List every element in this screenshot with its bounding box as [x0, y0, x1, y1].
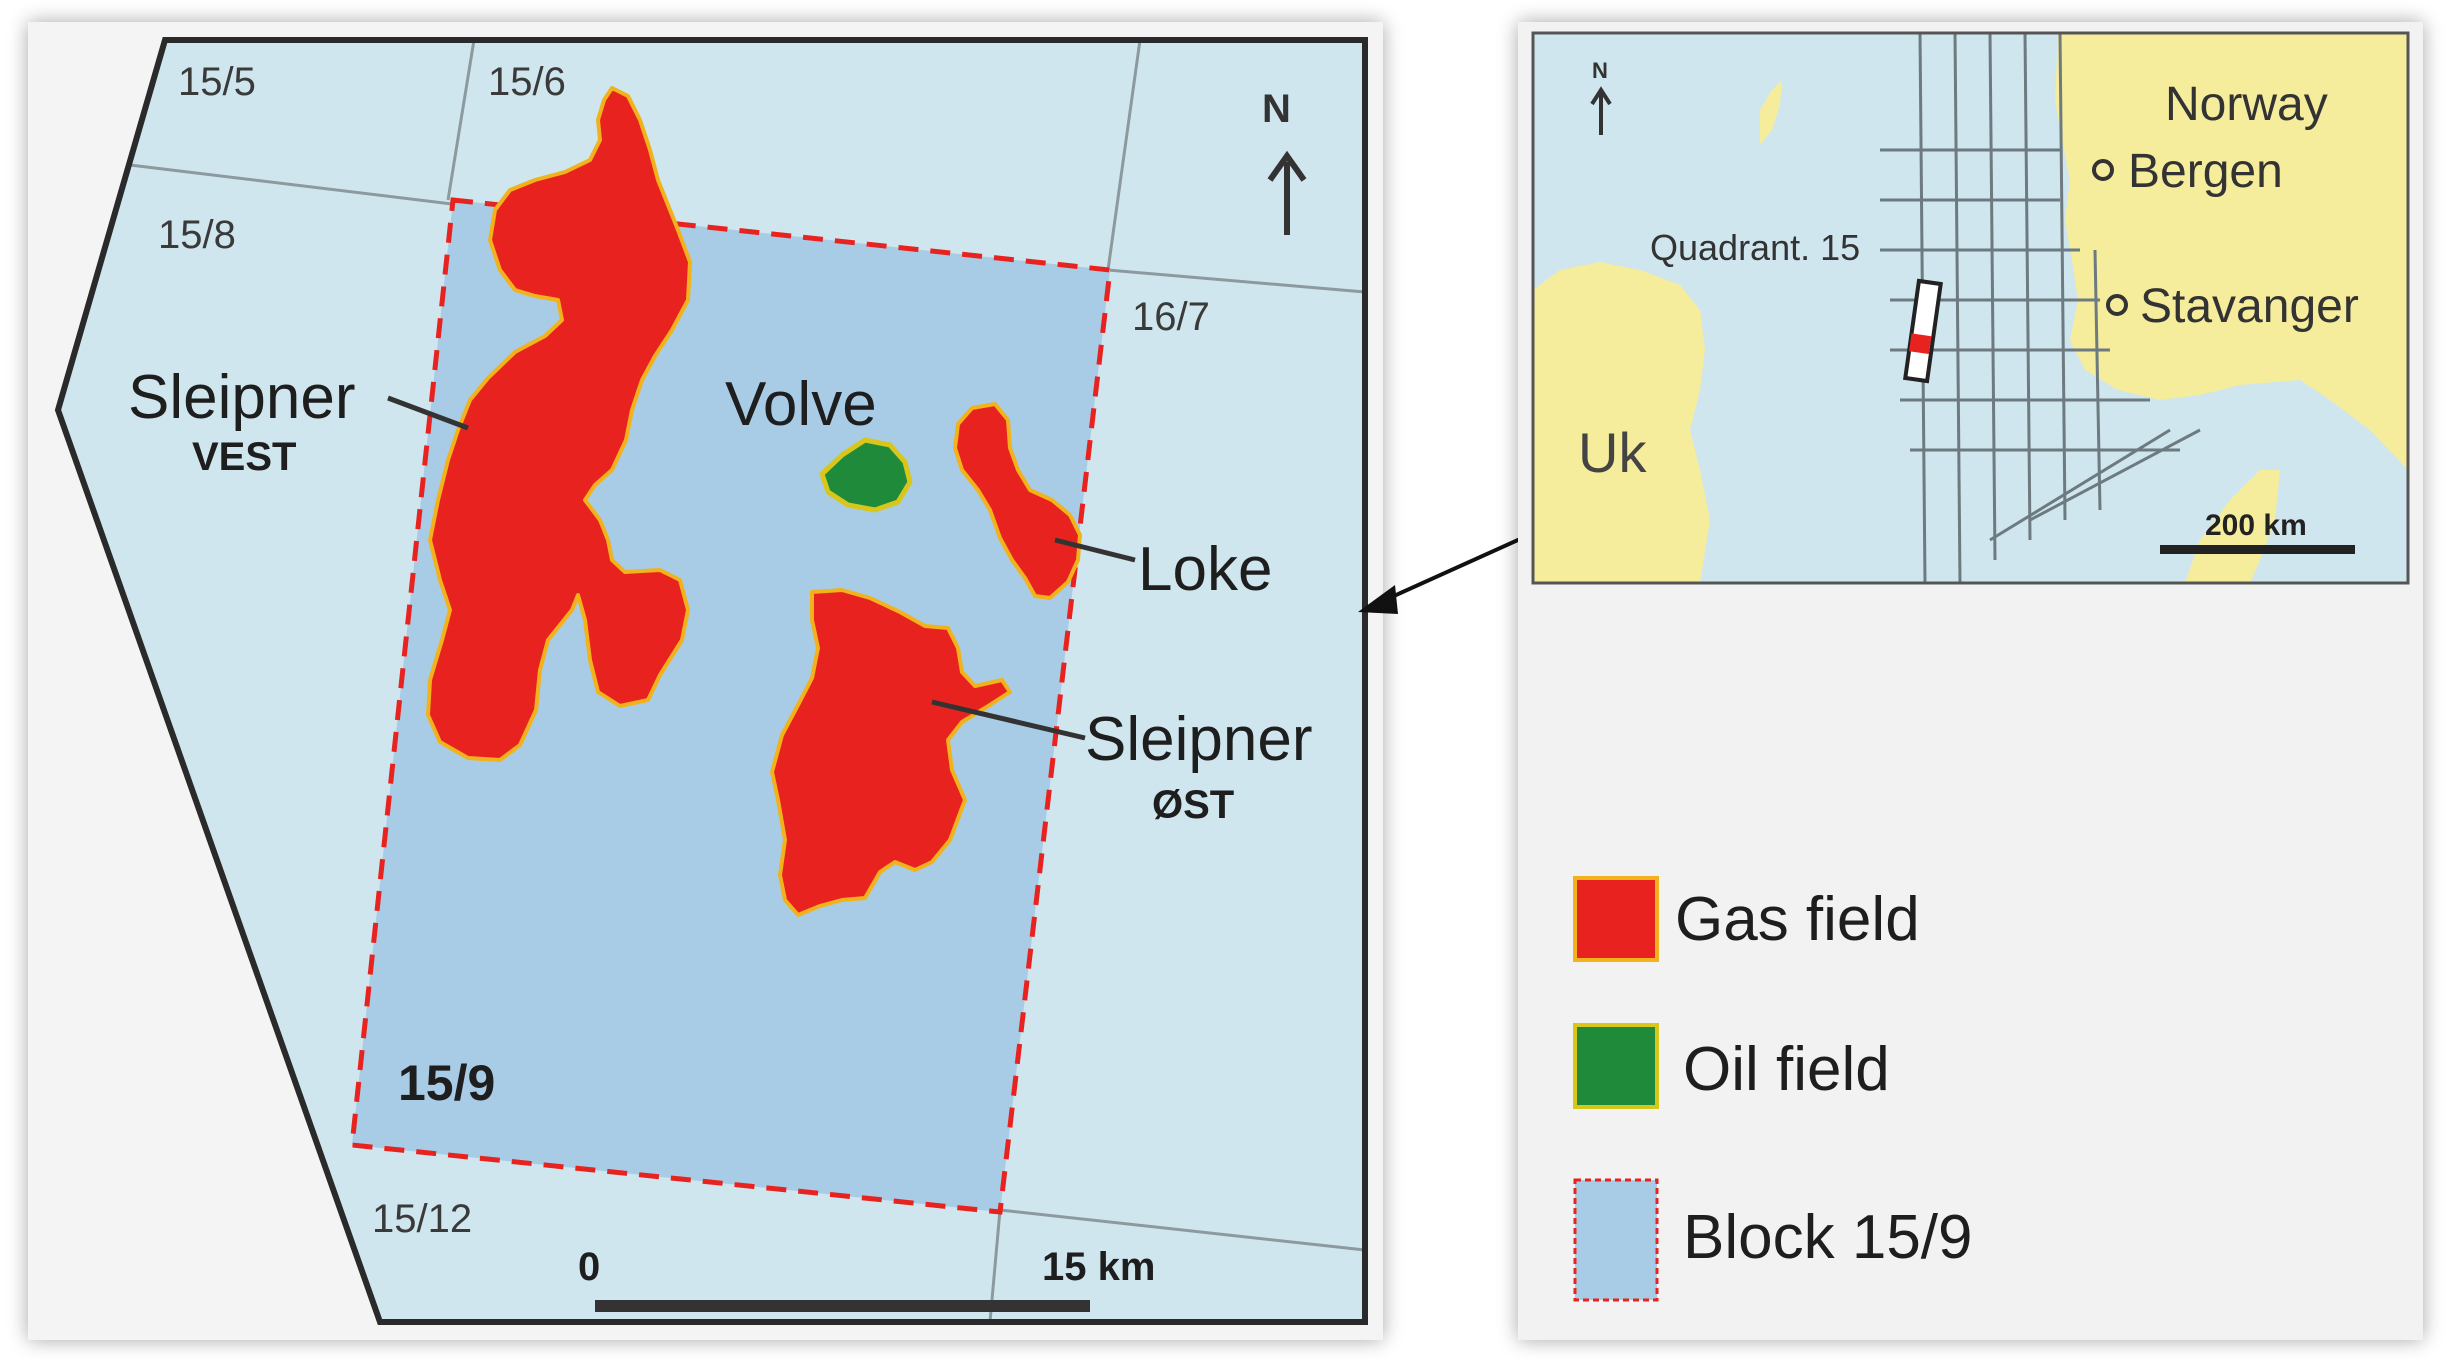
sleipner-vest-sub-label: VEST	[192, 435, 296, 479]
block-label-15-6: 15/6	[488, 60, 566, 104]
main-map-frame	[54, 37, 1368, 1325]
loke-field	[953, 402, 1082, 600]
sleipner-ost-label: Sleipner	[1085, 705, 1312, 774]
block-label-16-7: 16/7	[1132, 295, 1210, 339]
volve-label: Volve	[725, 370, 877, 439]
quadrant-15-box	[1903, 278, 1943, 384]
oil-field-swatch	[1573, 1023, 1659, 1109]
legend-item-oil-field: Oil field	[1573, 1023, 1890, 1109]
bergen-marker	[2092, 159, 2114, 181]
block-label-15-8: 15/8	[158, 213, 236, 257]
quadrant-label: Quadrant. 15	[1650, 227, 1860, 268]
inset-scale-bar: 200 km	[2160, 509, 2355, 554]
legend-label-oil-field: Oil field	[1683, 1035, 1890, 1104]
norway-label: Norway	[2165, 78, 2328, 131]
block-swatch	[1573, 1178, 1659, 1302]
scale-end-label: 15 km	[1042, 1245, 1155, 1289]
block-label-15-5: 15/5	[178, 60, 256, 104]
north-arrow-icon: N	[1262, 87, 1307, 235]
volve-field	[819, 437, 913, 513]
legend-label-gas-field: Gas field	[1675, 885, 1920, 954]
block-label-15-9: 15/9	[398, 1055, 495, 1111]
inset-map: N Norway Bergen Stavanger Quadrant. 15 U…	[1531, 31, 2410, 585]
sleipner-vest-label: Sleipner	[128, 363, 355, 432]
main-map-panel: 15/5 15/6 15/8 16/7 15/9 15/12 Sleipner …	[28, 22, 1929, 1340]
uk-label: Uk	[1578, 421, 1647, 484]
loke-leader	[1054, 537, 1136, 563]
uk-land	[1533, 262, 1710, 583]
inset-north-label: N	[1592, 58, 1608, 83]
inset-scale-label: 200 km	[2205, 509, 2307, 542]
stavanger-marker	[2106, 294, 2128, 316]
stavanger-label: Stavanger	[2140, 280, 2359, 333]
block-label-15-12: 15/12	[372, 1197, 472, 1241]
gas-field-swatch	[1573, 876, 1659, 962]
scale-start-label: 0	[578, 1245, 600, 1289]
inset-north-arrow-icon: N	[1590, 58, 1612, 135]
sleipner-ost-sub-label: ØST	[1152, 783, 1234, 827]
scale-bar: 0 15 km	[578, 1245, 1155, 1312]
sleipner-ost-leader	[931, 699, 1086, 741]
sleipner-vest-field	[426, 86, 692, 762]
legend-item-gas-field: Gas field	[1573, 876, 1920, 962]
norway-land	[2055, 33, 2408, 470]
bergen-label: Bergen	[2128, 145, 2283, 198]
legend-item-block-15-9: Block 15/9	[1573, 1178, 1973, 1302]
legend: Gas field Oil field Block 15/9	[1573, 876, 1973, 1302]
north-label: N	[1262, 87, 1291, 131]
legend-inset-panel: N Norway Bergen Stavanger Quadrant. 15 U…	[1518, 22, 2423, 1340]
loke-label: Loke	[1138, 535, 1272, 604]
legend-label-block-15-9: Block 15/9	[1683, 1203, 1973, 1272]
sleipner-ost-field	[770, 588, 1012, 917]
sleipner-vest-leader	[387, 395, 469, 431]
